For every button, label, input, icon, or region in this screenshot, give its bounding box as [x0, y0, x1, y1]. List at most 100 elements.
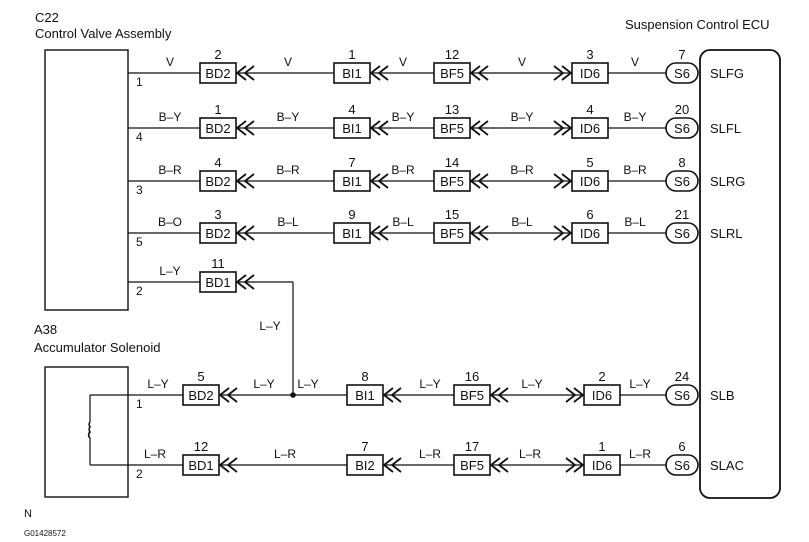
bi-connector-label: BI2	[355, 458, 375, 473]
wire-color-label: L–Y	[253, 377, 274, 391]
bd-connector-pin: 5	[197, 369, 204, 384]
bi-connector-pin: 1	[348, 47, 355, 62]
c22-pin-number: 3	[136, 183, 143, 197]
s6-connector	[665, 117, 699, 139]
wire-color-label: B–Y	[159, 110, 182, 124]
bd1-connector-label: BD1	[205, 275, 230, 290]
connector-arrow-left-icon	[369, 173, 381, 189]
wire-color-label: L–R	[144, 447, 166, 461]
wire-color-label: L–R	[629, 447, 651, 461]
c22-name: Control Valve Assembly	[35, 26, 172, 41]
connector-arrow-left-icon	[377, 225, 389, 241]
s6-connector	[665, 222, 699, 244]
connector-arrow-left-icon	[235, 173, 247, 189]
connector-arrow-left-icon	[477, 225, 489, 241]
connector-arrow-left-icon	[369, 225, 381, 241]
a38-code: A38	[34, 322, 58, 337]
connector-arrow-left-icon	[235, 65, 247, 81]
connector-arrow-right-icon	[553, 225, 565, 241]
wire-color-label: L–Y	[159, 264, 180, 278]
connector-arrow-left-icon	[469, 225, 481, 241]
bd-connector-label: BD1	[188, 458, 213, 473]
connector-arrow-left-icon	[477, 120, 489, 136]
wire-color-label: B–R	[276, 163, 300, 177]
c22-pin-number: 5	[136, 235, 143, 249]
s6-connector	[665, 62, 699, 84]
wire-color-label: L–Y	[419, 377, 440, 391]
wire-color-label: B–R	[158, 163, 182, 177]
bi-connector-label: BI1	[342, 121, 362, 136]
connector-arrow-right-icon	[561, 225, 573, 241]
s6-pin: 7	[678, 47, 685, 62]
connector-arrow-left-icon	[497, 457, 509, 473]
id-connector-pin: 2	[598, 369, 605, 384]
c22-component-box	[44, 49, 129, 311]
c22-pin-number: 4	[136, 130, 143, 144]
connector-arrow-left-icon	[235, 225, 247, 241]
ecu-terminal-label: SLB	[710, 388, 735, 403]
wire-color-label: L–R	[519, 447, 541, 461]
a38-name: Accumulator Solenoid	[34, 340, 161, 355]
connector-arrow-left-icon	[218, 457, 230, 473]
connector-arrow-left-icon	[243, 65, 255, 81]
connector-arrow-left-icon	[477, 173, 489, 189]
id-connector-label: ID6	[580, 226, 600, 241]
s6-pin: 8	[678, 155, 685, 170]
s6-label: S6	[674, 458, 690, 473]
connector-arrow-left-icon	[390, 387, 402, 403]
bf-connector-pin: 14	[445, 155, 459, 170]
bi-connector-label: BI1	[355, 388, 375, 403]
connector-arrow-left-icon	[477, 65, 489, 81]
connector-arrow-right-icon	[553, 65, 565, 81]
bf-connector-label: BF5	[440, 226, 464, 241]
wire-color-label: V	[631, 55, 639, 69]
ecu-terminal-label: SLRG	[710, 174, 745, 189]
bi-connector-pin: 8	[361, 369, 368, 384]
s6-pin: 6	[678, 439, 685, 454]
connector-arrow-left-icon	[369, 65, 381, 81]
connector-arrow-left-icon	[243, 225, 255, 241]
connector-arrow-right-icon	[553, 120, 565, 136]
wire-color-label: B–Y	[277, 110, 300, 124]
bd-connector-label: BD2	[205, 174, 230, 189]
connector-arrow-left-icon	[377, 120, 389, 136]
connector-arrow-right-icon	[565, 387, 577, 403]
bd-connector-label: BD2	[205, 66, 230, 81]
connector-arrow-right-icon	[573, 387, 585, 403]
s6-connector	[665, 384, 699, 406]
wire-color-label: L–R	[419, 447, 441, 461]
bf-connector-label: BF5	[460, 458, 484, 473]
wire-color-label: B–Y	[511, 110, 534, 124]
id-connector-pin: 3	[586, 47, 593, 62]
wire-color-label: B–R	[623, 163, 647, 177]
s6-pin: 20	[675, 102, 689, 117]
bi-connector-pin: 9	[348, 207, 355, 222]
wire-color-label: L–Y	[629, 377, 650, 391]
s6-label: S6	[674, 226, 690, 241]
solenoid-coil-icon	[87, 421, 92, 439]
connector-arrow-left-icon	[469, 173, 481, 189]
ecu-terminal-label: SLFL	[710, 121, 741, 136]
wire-color-label: B–R	[510, 163, 534, 177]
bi-connector-pin: 7	[348, 155, 355, 170]
connector-arrow-left-icon	[382, 457, 394, 473]
connector-arrow-right-icon	[553, 173, 565, 189]
ecu-name: Suspension Control ECU	[625, 17, 770, 32]
id-connector-pin: 1	[598, 439, 605, 454]
connector-arrow-left-icon	[377, 173, 389, 189]
bd1-connector-pin: 11	[211, 256, 225, 271]
s6-connector	[665, 170, 699, 192]
wire-color-label: B–O	[158, 215, 182, 229]
connector-arrow-left-icon	[377, 65, 389, 81]
id-connector-label: ID6	[580, 66, 600, 81]
c22-pin-number: 1	[136, 75, 143, 89]
bf-connector-pin: 12	[445, 47, 459, 62]
id-connector-pin: 5	[586, 155, 593, 170]
bd-connector-label: BD2	[188, 388, 213, 403]
connector-arrow-left-icon	[235, 120, 247, 136]
bi-connector-label: BI1	[342, 226, 362, 241]
connector-arrow-left-icon	[226, 457, 238, 473]
wire-color-label: V	[166, 55, 174, 69]
wire-color-label: B–Y	[624, 110, 647, 124]
